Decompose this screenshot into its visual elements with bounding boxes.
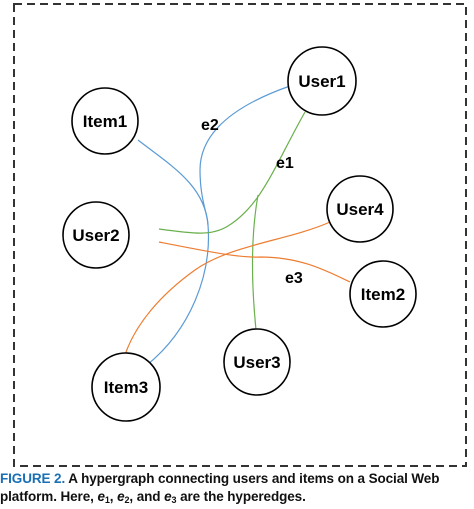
node-user3: User3 [223,328,291,396]
node-item1: Item1 [71,87,139,155]
hyperedge-e2 [137,85,291,366]
caption-line-1: FIGURE 2. A hypergraph connecting users … [0,470,474,488]
hyperedge-e3-curve [158,241,351,283]
caption-text-1: A hypergraph connecting users and items … [68,471,440,486]
node-item2-circle [349,260,417,328]
node-user3-label: User3 [233,353,280,372]
node-item2: Item2 [349,260,417,328]
node-user1-circle [287,46,357,116]
hyperedge-e3-branch [124,221,331,356]
node-item1-circle [71,87,139,155]
node-user2-circle [62,201,130,269]
edge-label-e1: e1 [276,155,294,172]
node-user2-label: User2 [72,226,119,245]
node-user4: User4 [326,175,394,243]
caption-line-2: platform. Here, e1, e2, and e3 are the h… [0,488,474,506]
caption-e1: e1 [97,489,110,505]
node-user3-circle [223,328,291,396]
dashed-border [13,3,467,467]
node-user4-label: User4 [336,200,384,219]
caption-sep-1: , [109,489,114,504]
hyperedge-e1 [158,111,306,331]
node-item2-label: Item2 [361,285,405,304]
hypergraph-diagram: e2 e1 e3 User1 Item1 User2 User4 Item2 U… [13,3,467,467]
figure-label: FIGURE 2. [0,471,66,486]
hyperedge-e3 [124,221,351,356]
hyperedge-e1-curve [158,111,306,234]
hyperedge-e1-branch [251,194,259,331]
node-user1: User1 [287,46,357,116]
node-user2: User2 [62,201,130,269]
node-item3: Item3 [91,352,161,422]
figure-caption: FIGURE 2. A hypergraph connecting users … [0,470,474,506]
node-item3-label: Item3 [104,378,148,397]
hyperedge-e2-branch [199,85,291,226]
edge-label-e2: e2 [201,117,219,134]
node-item1-label: Item1 [83,112,127,131]
caption-e3: e3 [164,489,177,505]
node-user1-label: User1 [298,72,345,91]
node-item3-circle [91,352,161,422]
caption-text-2-start: platform. Here, [0,489,94,504]
caption-sep-2: , and [129,489,161,504]
caption-text-2-end: are the hyperedges. [180,489,306,504]
node-user4-circle [326,175,394,243]
edge-label-e3: e3 [285,270,303,287]
caption-e2: e2 [117,489,130,505]
hyperedge-e2-curve [137,139,210,366]
